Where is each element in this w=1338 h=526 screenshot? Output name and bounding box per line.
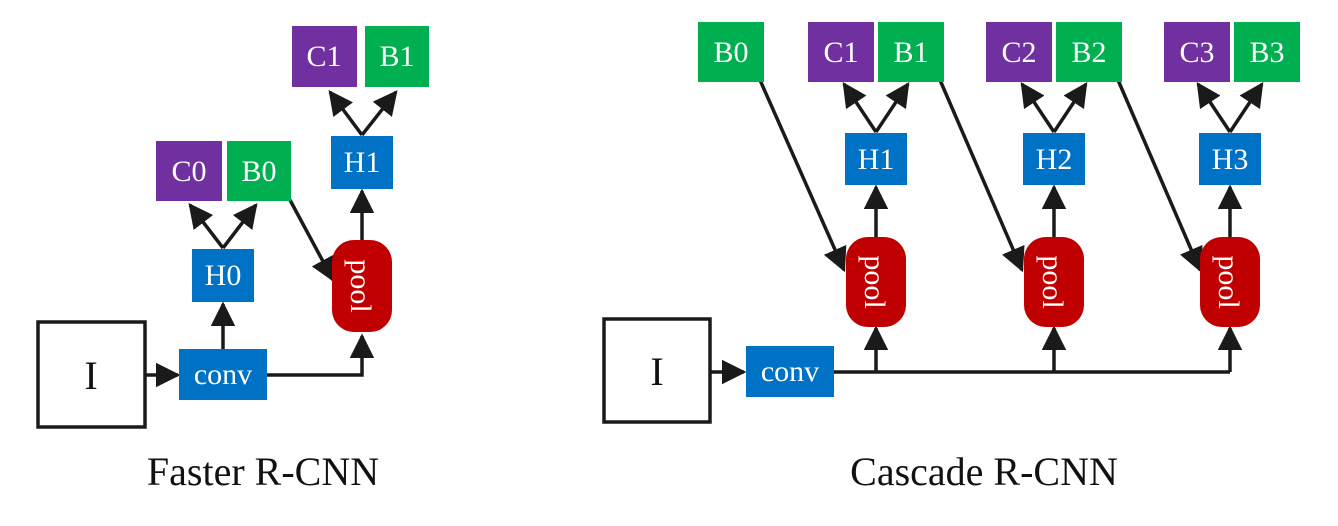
edge-h1-to-c1 — [328, 90, 364, 137]
cascade-pool2-label: pool — [1036, 255, 1069, 308]
edge-h1-to-b1 — [360, 90, 398, 137]
cascade-b2-label: B2 — [1071, 36, 1106, 69]
faster-c1-label: C1 — [306, 40, 341, 73]
cascade-c2-label: C2 — [1001, 36, 1036, 69]
faster-h1-box — [331, 136, 393, 189]
cascade-c3-box — [1164, 22, 1230, 82]
faster-c0-box — [156, 141, 222, 201]
cascade-input-box — [602, 317, 712, 424]
edge-b2-to-pool3 — [1116, 79, 1203, 273]
cascade-input-label: I — [650, 349, 663, 394]
cascade-conv-box — [746, 346, 834, 397]
cascade-h3-box — [1199, 133, 1261, 185]
edge-h3-to-b3 — [1228, 81, 1264, 133]
faster-rcnn-diagram: I conv H0 C0 B0 pool H1 C1 B1 Faster R-C… — [36, 26, 429, 494]
edge-h3-to-c3 — [1196, 81, 1232, 133]
faster-b1-label: B1 — [379, 40, 414, 73]
edge-h0-to-b0 — [221, 203, 258, 250]
faster-c0-label: C0 — [171, 155, 206, 188]
edge-h1-to-b1 — [874, 81, 910, 133]
edge-b0-to-pool — [288, 199, 335, 283]
cascade-h2-label: H2 — [1036, 143, 1073, 176]
cascade-pool1-box — [846, 237, 906, 327]
cascade-b0-box — [698, 22, 764, 82]
cascade-stage-1: C1 B1 H1 pool — [808, 22, 944, 327]
edge-h2-to-c2 — [1020, 81, 1056, 133]
faster-input-label: I — [84, 353, 97, 398]
faster-pool-box — [332, 240, 392, 332]
cascade-pool3-label: pool — [1212, 255, 1245, 308]
cascade-b3-label: B3 — [1249, 36, 1284, 69]
faster-h0-label: H0 — [205, 259, 242, 292]
faster-conv-box — [179, 349, 267, 400]
cascade-b0-label: B0 — [713, 36, 748, 69]
cascade-stage-3: C3 B3 H3 pool — [1164, 22, 1300, 327]
cascade-b3-box — [1234, 22, 1300, 82]
cascade-edges — [711, 79, 1264, 385]
cascade-conv-label: conv — [761, 355, 819, 388]
faster-caption: Faster R-CNN — [147, 449, 379, 494]
cascade-b1-box — [878, 22, 944, 82]
faster-pool-label: pool — [344, 259, 377, 312]
cascade-b2-box — [1056, 22, 1122, 82]
cascade-caption: Cascade R-CNN — [850, 449, 1118, 494]
cascade-c1-label: C1 — [823, 36, 858, 69]
cascade-c1-box — [808, 22, 874, 82]
cascade-h1-box — [845, 133, 907, 185]
cascade-c2-box — [986, 22, 1052, 82]
cascade-pool3-box — [1200, 237, 1260, 327]
cascade-pool1-label: pool — [858, 255, 891, 308]
edge-h2-to-b2 — [1052, 81, 1088, 133]
faster-b0-label: B0 — [241, 155, 276, 188]
cascade-b1-label: B1 — [893, 36, 928, 69]
faster-h0-box — [192, 249, 254, 302]
cascade-h3-label: H3 — [1212, 143, 1249, 176]
faster-input-box — [36, 320, 147, 429]
cascade-rcnn-diagram: I conv B0 C1 B1 H1 pool C2 B2 H2 pool — [602, 22, 1300, 494]
cascade-c3-label: C3 — [1179, 36, 1214, 69]
edge-h1-to-c1 — [842, 81, 878, 133]
edge-b1-to-pool2 — [938, 79, 1025, 273]
faster-edges — [146, 90, 398, 388]
faster-conv-label: conv — [194, 358, 252, 391]
cascade-pool2-box — [1024, 237, 1084, 327]
faster-b1-box — [365, 26, 429, 87]
edge-conv-to-pool — [267, 333, 375, 377]
edge-h0-to-c0 — [188, 203, 225, 250]
faster-c1-box — [292, 26, 357, 87]
edge-b0-to-pool1 — [758, 79, 847, 273]
cascade-h1-label: H1 — [858, 143, 895, 176]
cascade-h2-box — [1023, 133, 1085, 185]
faster-h1-label: H1 — [344, 146, 381, 179]
cascade-stage-2: C2 B2 H2 pool — [986, 22, 1122, 327]
faster-b0-box — [227, 141, 291, 201]
